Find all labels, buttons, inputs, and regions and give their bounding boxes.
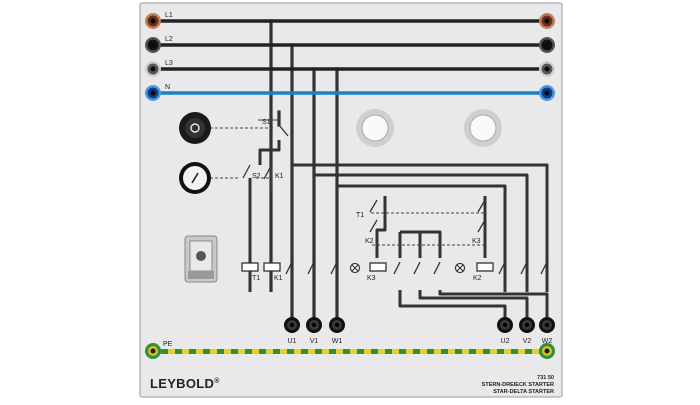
push-button-stop[interactable] [179, 162, 211, 194]
bus-label-l3: L3 [165, 60, 173, 67]
wire-k3-delta-u [398, 290, 507, 318]
wire-main-feed-1 [292, 163, 549, 292]
power-icon [190, 123, 200, 133]
wire-timer-branch [375, 196, 387, 258]
catalog-number: 731 50 [537, 375, 554, 381]
lamp-k3-cross-b [351, 264, 359, 272]
terminal-v2[interactable] [519, 317, 535, 333]
bus-label-n: N [165, 84, 170, 91]
lamp-right-glass [469, 114, 497, 142]
catalog-title-en: STAR-DELTA STARTER [493, 389, 554, 395]
label-s1: S1 [262, 119, 271, 126]
coil-k1-icon [263, 262, 281, 272]
label-t1: T1 [356, 212, 364, 219]
control-signal-lines [210, 119, 485, 246]
pe-jack-right[interactable] [539, 343, 555, 359]
bus-jack-n-right[interactable] [539, 85, 555, 101]
terminal-label-u1: U1 [288, 338, 297, 345]
bus-jack-n-left[interactable] [145, 85, 161, 101]
k3-main-3 [433, 261, 441, 275]
k1-main-3 [330, 261, 338, 275]
terminal-label-v1: V1 [310, 338, 319, 345]
timer-relay[interactable] [184, 235, 218, 283]
switch-contacts [242, 124, 548, 275]
bus-jack-l2-right[interactable] [539, 37, 555, 53]
bus-jack-l2-left[interactable] [145, 37, 161, 53]
k2-main-3 [540, 261, 548, 275]
indicator-lamp-right [464, 109, 502, 147]
wire-main-feed-2 [314, 173, 529, 292]
s2-contact [242, 164, 251, 179]
coil-t1-icon [241, 262, 259, 272]
wire-k3-delta-w [438, 290, 549, 318]
label-s2: S2 [252, 173, 261, 180]
brand-name: LEYBOLD® [150, 376, 220, 391]
coil-k2-icon [476, 262, 494, 272]
label-k1: K1 [275, 173, 284, 180]
terminal-w1[interactable] [329, 317, 345, 333]
k3-top-contact [477, 199, 486, 213]
terminal-label-w1: W1 [332, 338, 343, 345]
output-terminals: U1 V1 W1 U2 V2 W2 [284, 317, 555, 345]
bus-jack-l3-left[interactable] [145, 61, 161, 77]
coil-label-k3: K3 [367, 275, 376, 282]
k2-main-2 [520, 261, 528, 275]
bus-label-l1: L1 [165, 12, 173, 19]
coils [241, 262, 494, 272]
coil-label-k2: K2 [473, 275, 482, 282]
k3-main-1 [393, 261, 401, 275]
coil-label-k1: K1 [274, 275, 283, 282]
terminal-v1[interactable] [306, 317, 322, 333]
lamp-left-glass [361, 114, 389, 142]
k1-contact [263, 165, 272, 180]
wire-s1-to-s2 [258, 140, 281, 165]
coil-label-t1: T1 [252, 275, 260, 282]
bus-jack-l1-left[interactable] [145, 13, 161, 29]
pilot-lamps [349, 262, 466, 274]
t1-contact [369, 199, 378, 213]
k3-main-2 [413, 261, 421, 275]
k2-main-1 [498, 261, 506, 275]
stop-icon [191, 172, 199, 184]
k2-contact [369, 219, 378, 233]
terminal-u1[interactable] [284, 317, 300, 333]
wire-k3-delta-v [418, 290, 529, 318]
bus-label-l2: L2 [165, 36, 173, 43]
wire-delta-bridge [400, 230, 442, 258]
label-k2: K2 [365, 238, 374, 245]
pe-stripe [158, 349, 546, 354]
push-button-start[interactable] [179, 112, 211, 144]
terminal-label-u2: U2 [501, 338, 510, 345]
k1-main-1 [285, 261, 293, 275]
terminal-label-v2: V2 [523, 338, 532, 345]
wire-main-feed-3 [337, 184, 507, 292]
start-button-face [185, 118, 205, 138]
terminal-w2[interactable] [539, 317, 555, 333]
lamp-k2-cross-b [456, 264, 464, 272]
s1-contact [278, 124, 289, 137]
catalog-title-de: STERN-DREIECK STARTER [482, 382, 554, 388]
bus-jack-l1-right[interactable] [539, 13, 555, 29]
bus-jack-l3-right[interactable] [539, 61, 555, 77]
k3-contact [477, 219, 486, 233]
coil-k3-icon [369, 262, 387, 272]
pe-rail [158, 349, 546, 354]
terminal-u2[interactable] [497, 317, 513, 333]
pe-jack-left[interactable] [145, 343, 161, 359]
control-circuit [248, 140, 549, 318]
panel-background [139, 2, 563, 398]
indicator-lamp-left [356, 109, 394, 147]
terminal-label-w2: W2 [542, 338, 553, 345]
k1-main-2 [307, 261, 315, 275]
label-k3: K3 [472, 238, 481, 245]
timer-relay-base [188, 271, 214, 279]
timer-knob-icon [196, 251, 206, 261]
pe-label: PE [163, 341, 173, 348]
